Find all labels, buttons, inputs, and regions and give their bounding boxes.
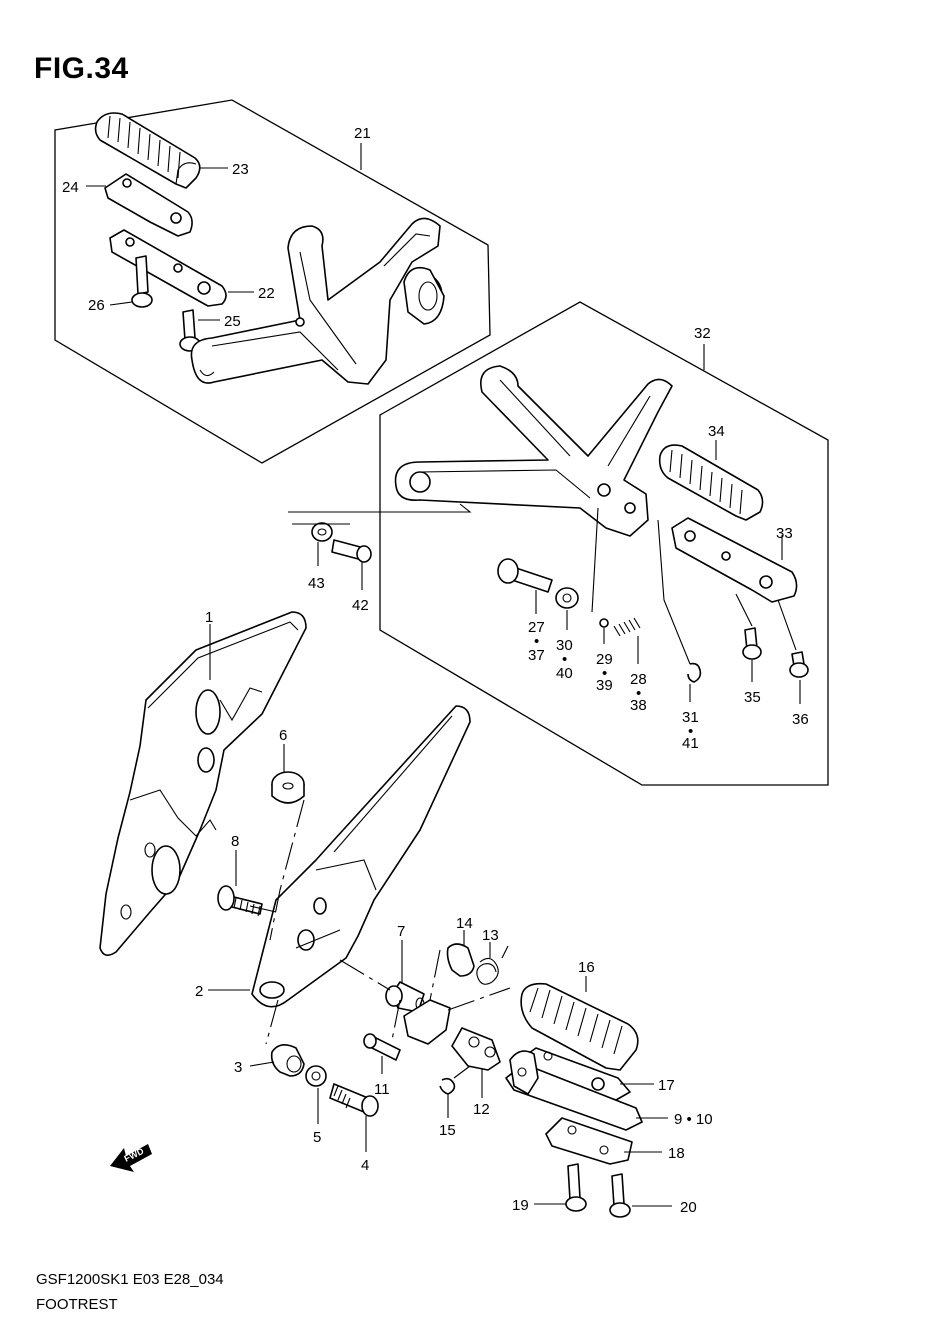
footpeg-rubber-16 bbox=[520, 982, 639, 1071]
footrest-plate-2 bbox=[251, 705, 471, 1008]
callout-30-dot: • bbox=[562, 651, 567, 668]
callout-28-dot: • bbox=[636, 685, 641, 702]
callout-28: 28 bbox=[630, 671, 647, 688]
callout-39: 39 bbox=[596, 677, 613, 694]
pin-42 bbox=[331, 539, 372, 563]
callout-43: 43 bbox=[308, 575, 325, 592]
callout-24: 24 bbox=[62, 179, 79, 196]
callout-41: 41 bbox=[682, 735, 699, 752]
assembly-21-frame bbox=[54, 99, 491, 464]
footrest-bracket-32 bbox=[394, 365, 673, 537]
callout-9-10: 9 • 10 bbox=[674, 1111, 713, 1128]
footrest-bracket-21 bbox=[190, 217, 445, 385]
footpeg-holder-33 bbox=[671, 517, 798, 603]
ball-29 bbox=[599, 618, 609, 628]
washer-5 bbox=[305, 1065, 327, 1087]
clip-31 bbox=[687, 662, 702, 683]
callout-6: 6 bbox=[279, 727, 287, 744]
callout-4: 4 bbox=[361, 1157, 369, 1174]
callout-22: 22 bbox=[258, 285, 275, 302]
callout-38: 38 bbox=[630, 697, 647, 714]
bolt-19 bbox=[565, 1163, 587, 1212]
spring-13 bbox=[476, 945, 509, 985]
diagram-name: FOOTREST bbox=[36, 1296, 118, 1313]
bolt-20 bbox=[609, 1173, 631, 1218]
bolt-36 bbox=[789, 651, 809, 678]
callout-32: 32 bbox=[694, 325, 711, 342]
figure-title: FIG.34 bbox=[34, 52, 129, 85]
diagram-code: GSF1200SK1 E03 E28_034 bbox=[36, 1271, 224, 1288]
callout-20: 20 bbox=[680, 1199, 697, 1216]
callout-29-dot: • bbox=[602, 665, 607, 682]
bolt-8 bbox=[217, 885, 263, 917]
clip-15 bbox=[439, 1077, 456, 1095]
callout-35: 35 bbox=[744, 689, 761, 706]
callout-26: 26 bbox=[88, 297, 105, 314]
pivot-7 bbox=[385, 981, 425, 1013]
bolt-26 bbox=[131, 255, 153, 308]
callout-18: 18 bbox=[668, 1145, 685, 1162]
callout-27-dot: • bbox=[534, 633, 539, 650]
footpeg-frame-9-10 bbox=[505, 1050, 643, 1131]
callout-17: 17 bbox=[658, 1077, 675, 1094]
fwd-arrow-icon: FWD bbox=[110, 1144, 152, 1172]
callout-12: 12 bbox=[473, 1101, 490, 1118]
pin-27 bbox=[497, 558, 553, 593]
callout-30: 30 bbox=[556, 637, 573, 654]
callout-2: 2 bbox=[195, 983, 203, 1000]
assembly-32-frame bbox=[379, 301, 829, 786]
callout-25: 25 bbox=[224, 313, 241, 330]
callout-7: 7 bbox=[397, 923, 405, 940]
callout-5: 5 bbox=[313, 1129, 321, 1146]
callout-14: 14 bbox=[456, 915, 473, 932]
pin-11 bbox=[363, 1033, 401, 1061]
callout-31-dot: • bbox=[688, 723, 693, 740]
washer-43 bbox=[311, 522, 333, 542]
footrest-plate-1 bbox=[99, 611, 307, 956]
callout-29: 29 bbox=[596, 651, 613, 668]
callout-36: 36 bbox=[792, 711, 809, 728]
callout-21: 21 bbox=[354, 125, 371, 142]
callout-3: 3 bbox=[234, 1059, 242, 1076]
footpeg-base-18 bbox=[545, 1117, 633, 1165]
callout-23: 23 bbox=[232, 161, 249, 178]
bolt-4 bbox=[329, 1083, 379, 1117]
callout-8: 8 bbox=[231, 833, 239, 850]
callout-13: 13 bbox=[482, 927, 499, 944]
washer-30 bbox=[555, 587, 579, 609]
callout-16: 16 bbox=[578, 959, 595, 976]
bolt-35 bbox=[742, 627, 762, 660]
callout-11: 11 bbox=[374, 1081, 390, 1098]
callout-37: 37 bbox=[528, 647, 545, 664]
callout-33: 33 bbox=[776, 525, 793, 542]
footpeg-rubber-23 bbox=[94, 112, 201, 189]
callout-1: 1 bbox=[205, 609, 213, 626]
callout-34: 34 bbox=[708, 423, 725, 440]
clip-plate-12 bbox=[451, 1027, 501, 1071]
bushing-6 bbox=[271, 771, 305, 804]
callout-15: 15 bbox=[439, 1122, 456, 1139]
spring-28 bbox=[613, 617, 641, 637]
callout-19: 19 bbox=[512, 1197, 529, 1214]
bracket-22 bbox=[109, 229, 227, 307]
callout-40: 40 bbox=[556, 665, 573, 682]
collar-14 bbox=[446, 943, 475, 977]
footpeg-rubber-34 bbox=[658, 444, 764, 521]
callout-27: 27 bbox=[528, 619, 545, 636]
bushing-3 bbox=[270, 1044, 305, 1077]
footpeg-holder-24 bbox=[104, 173, 193, 237]
callout-31: 31 bbox=[682, 709, 699, 726]
callout-42: 42 bbox=[352, 597, 369, 614]
